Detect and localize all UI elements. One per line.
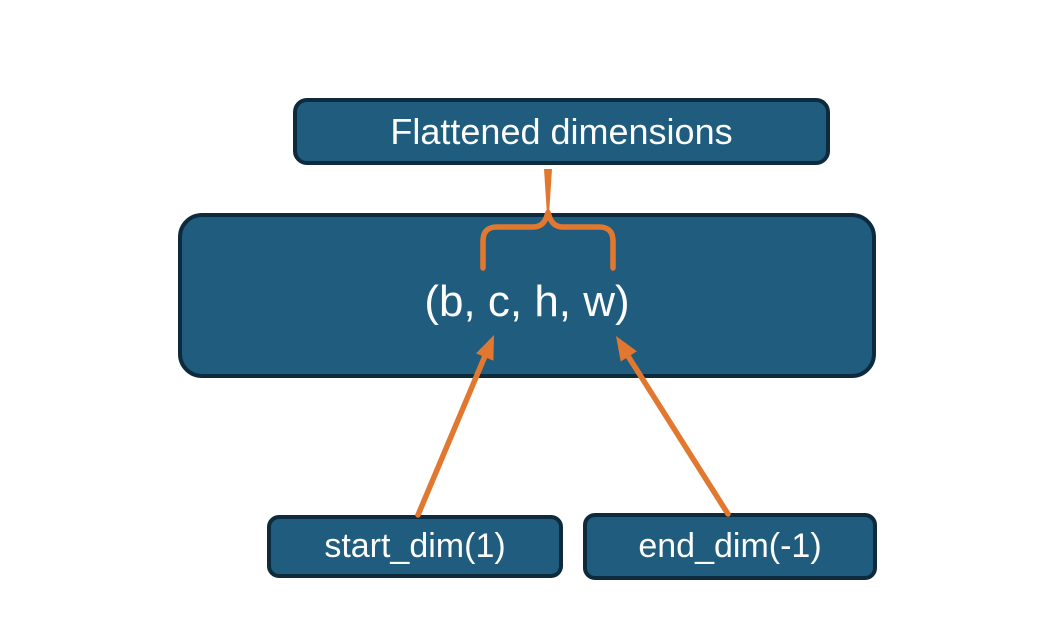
flattened-dimensions-label: Flattened dimensions bbox=[390, 110, 733, 152]
start-dim-label: start_dim(1) bbox=[324, 527, 506, 565]
end-dim-arrow-shaft bbox=[625, 353, 731, 517]
tensor-shape-label: (b, c, h, w) bbox=[424, 276, 630, 326]
start-dim-arrow-shaft bbox=[415, 353, 488, 518]
tensor-shape-box: (b, c, h, w) bbox=[178, 213, 876, 378]
flattened-dimensions-box: Flattened dimensions bbox=[293, 98, 830, 165]
end-dim-box: end_dim(-1) bbox=[583, 513, 877, 580]
brace-stem bbox=[544, 169, 552, 215]
start-dim-box: start_dim(1) bbox=[267, 515, 563, 578]
end-dim-label: end_dim(-1) bbox=[638, 527, 822, 565]
